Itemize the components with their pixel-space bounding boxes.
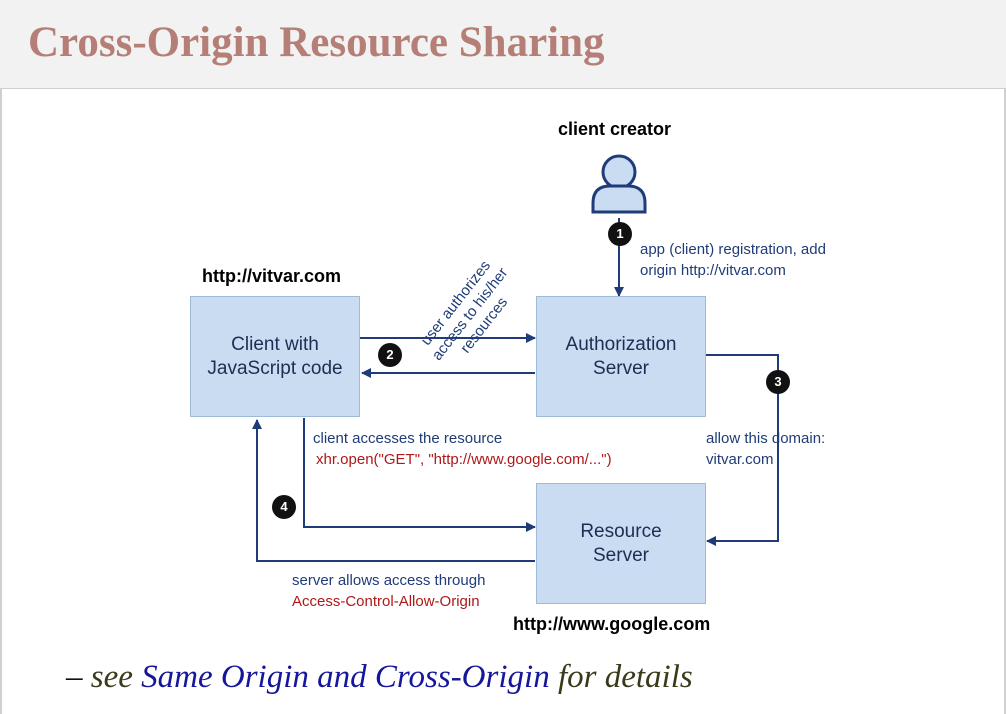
- client-box: Client with JavaScript code: [190, 296, 360, 417]
- resource-server-label: Resource Server: [580, 520, 662, 566]
- allow-domain-note-line1: allow this domain:: [706, 430, 826, 447]
- step-1-badge: 1: [608, 222, 632, 246]
- client-accesses-note: client accesses the resource: [313, 430, 503, 447]
- same-origin-link[interactable]: Same Origin and Cross-Origin: [141, 659, 550, 695]
- step-2-badge: 2: [378, 343, 402, 367]
- arrow-auth-to-resource: [706, 354, 779, 546]
- step-4-badge: 4: [272, 495, 296, 519]
- slide-header: Cross-Origin Resource Sharing: [0, 0, 1006, 89]
- server-allows-note: server allows access through: [292, 572, 486, 589]
- resource-domain-label: http://www.google.com: [513, 614, 711, 634]
- slide-left-border: [0, 88, 2, 714]
- allow-domain-note-line2: vitvar.com: [706, 451, 774, 468]
- footer-note: – see Same Origin and Cross-Origin for d…: [66, 659, 693, 696]
- slide-title: Cross-Origin Resource Sharing: [28, 19, 605, 66]
- registration-note-line1: app (client) registration, add: [640, 241, 826, 258]
- person-icon: [591, 154, 647, 214]
- step-3-badge: 3: [766, 370, 790, 394]
- client-creator-label: client creator: [558, 119, 672, 139]
- registration-note-line2: origin http://vitvar.com: [640, 262, 786, 279]
- xhr-code-note: xhr.open("GET", "http://www.google.com/.…: [316, 451, 612, 468]
- authorization-server-label: Authorization Server: [565, 333, 677, 379]
- footer-for-details: for details: [557, 659, 693, 695]
- resource-server-box: Resource Server: [536, 483, 706, 604]
- slide-right-border: [1004, 88, 1006, 714]
- acao-header-note: Access-Control-Allow-Origin: [292, 593, 480, 610]
- footer-see: see: [90, 659, 133, 695]
- client-domain-label: http://vitvar.com: [202, 266, 342, 286]
- client-box-label: Client with JavaScript code: [207, 333, 343, 379]
- arrow-resource-to-client: [252, 419, 535, 562]
- arrow-client-to-resource: [303, 418, 536, 532]
- footer-dash: –: [66, 659, 83, 695]
- authorization-server-box: Authorization Server: [536, 296, 706, 417]
